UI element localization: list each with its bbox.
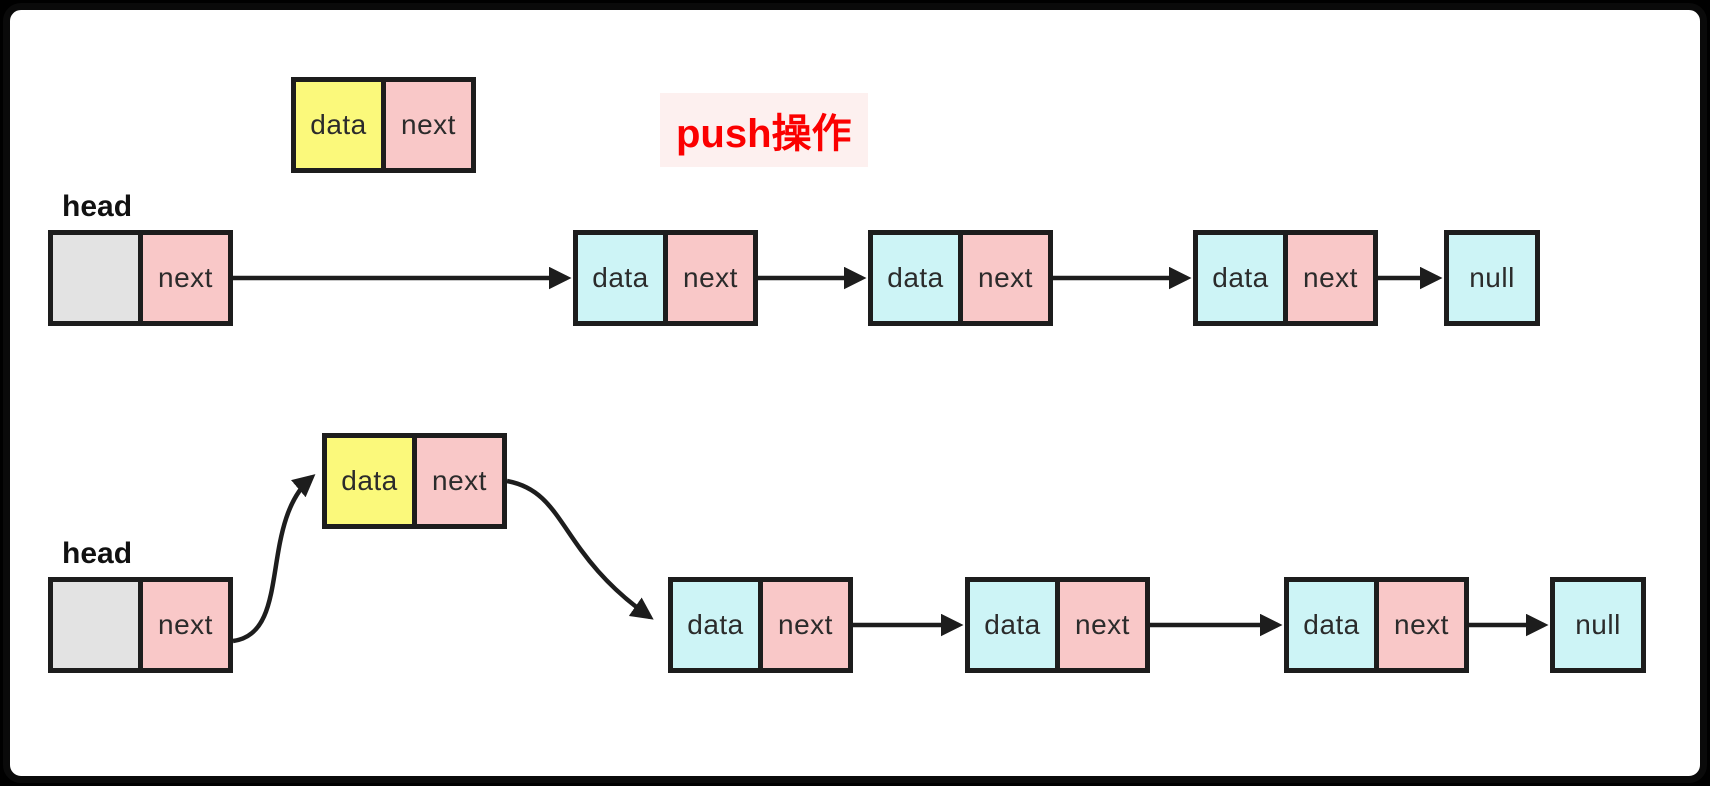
- data-cell: data: [573, 230, 668, 326]
- new-node-data-cell: data: [322, 433, 417, 529]
- next-label: next: [1303, 262, 1358, 293]
- template-node: data next: [291, 77, 476, 173]
- after-head-node: next: [48, 577, 233, 673]
- next-cell: next: [663, 230, 758, 326]
- next-cell: next: [1055, 577, 1150, 673]
- data-label: data: [592, 262, 649, 293]
- after-head-next-label: next: [158, 609, 213, 640]
- data-label: data: [1303, 609, 1360, 640]
- after-node-3: data next: [1284, 577, 1469, 673]
- before-node-3: data next: [1193, 230, 1378, 326]
- before-head-next-cell: next: [138, 230, 233, 326]
- after-null-node: null: [1550, 577, 1646, 673]
- before-node-2: data next: [868, 230, 1053, 326]
- null-cell: null: [1550, 577, 1646, 673]
- data-cell: data: [1284, 577, 1379, 673]
- next-cell: next: [1374, 577, 1469, 673]
- template-next-cell: next: [381, 77, 476, 173]
- before-head-node: next: [48, 230, 233, 326]
- before-head-label: head: [62, 190, 133, 223]
- data-label: data: [687, 609, 744, 640]
- after-head-next-cell: next: [138, 577, 233, 673]
- next-label: next: [978, 262, 1033, 293]
- data-cell: data: [1193, 230, 1288, 326]
- template-data-cell: data: [291, 77, 386, 173]
- after-head-label: head: [62, 537, 133, 570]
- data-cell: data: [868, 230, 963, 326]
- data-label: data: [341, 465, 398, 496]
- before-null-node: null: [1444, 230, 1540, 326]
- next-cell: next: [758, 577, 853, 673]
- new-node-next-cell: next: [412, 433, 507, 529]
- data-label: data: [887, 262, 944, 293]
- data-label: data: [1212, 262, 1269, 293]
- data-label: data: [984, 609, 1041, 640]
- after-head-empty-cell: [48, 577, 143, 673]
- after-node-1: data next: [668, 577, 853, 673]
- null-cell: null: [1444, 230, 1540, 326]
- push-operation-title: push操作: [660, 93, 868, 167]
- next-cell: next: [1283, 230, 1378, 326]
- next-label: next: [778, 609, 833, 640]
- next-label: next: [1394, 609, 1449, 640]
- next-label: next: [432, 465, 487, 496]
- template-data-label: data: [310, 109, 367, 140]
- after-node-2: data next: [965, 577, 1150, 673]
- next-cell: next: [958, 230, 1053, 326]
- before-node-1: data next: [573, 230, 758, 326]
- before-head-empty-cell: [48, 230, 143, 326]
- null-label: null: [1575, 609, 1621, 640]
- after-new-node: data next: [322, 433, 507, 529]
- next-label: next: [683, 262, 738, 293]
- data-cell: data: [965, 577, 1060, 673]
- null-label: null: [1469, 262, 1515, 293]
- next-label: next: [1075, 609, 1130, 640]
- data-cell: data: [668, 577, 763, 673]
- before-head-next-label: next: [158, 262, 213, 293]
- template-next-label: next: [401, 109, 456, 140]
